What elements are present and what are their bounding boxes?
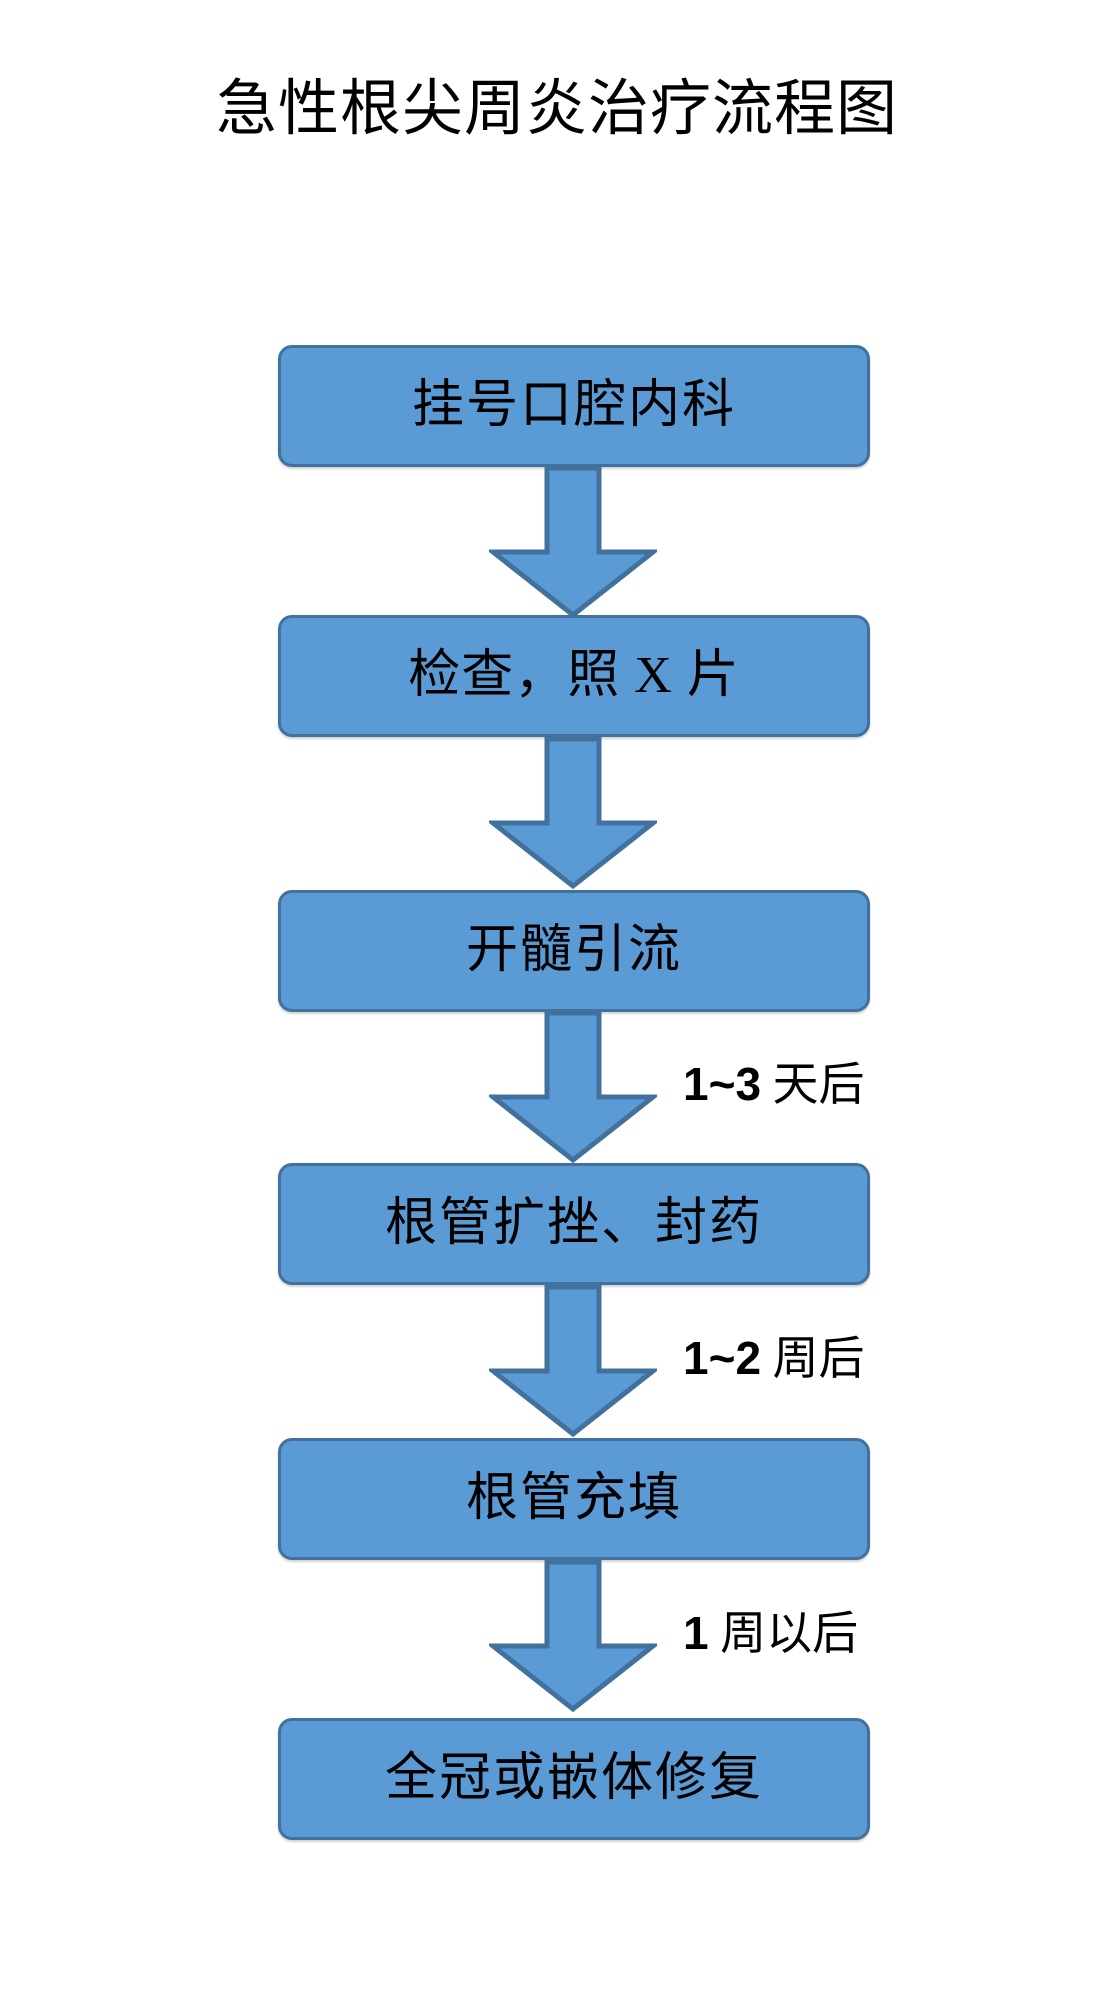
flow-node-label: 根管扩挫、封药 (384, 1195, 763, 1252)
flow-node-canal-fill[interactable]: 根管充填 (278, 1438, 870, 1560)
down-arrow-icon (489, 1011, 657, 1163)
page-title: 急性根尖周炎治疗流程图 (215, 76, 898, 143)
edge-label-number: 1~2 (683, 1332, 762, 1384)
flow-node-register[interactable]: 挂号口腔内科 (278, 345, 870, 467)
flow-node-label: 检查，照 X 片 (408, 647, 740, 704)
flow-node-label: 开髓引流 (465, 922, 682, 979)
flow-node-label: 挂号口腔内科 (411, 377, 736, 434)
edge-label-weeks: 1~2 周后 (683, 1332, 865, 1385)
edge-label-number: 1 (683, 1607, 709, 1659)
down-arrow-icon (489, 466, 657, 618)
down-arrow-icon (489, 1560, 657, 1712)
flow-node-label: 根管充填 (465, 1470, 682, 1527)
flow-node-exam-xray[interactable]: 检查，照 X 片 (278, 615, 870, 737)
down-arrow-icon (489, 1285, 657, 1437)
flow-node-canal-prep[interactable]: 根管扩挫、封药 (278, 1163, 870, 1285)
down-arrow-icon (489, 737, 657, 889)
flow-node-pulp-drain[interactable]: 开髓引流 (278, 890, 870, 1012)
edge-label-unit: 天后 (772, 1059, 865, 1110)
flow-node-restoration[interactable]: 全冠或嵌体修复 (278, 1718, 870, 1840)
flow-node-label: 全冠或嵌体修复 (384, 1750, 763, 1807)
edge-label-unit: 周以后 (720, 1608, 859, 1659)
edge-label-number: 1~3 (683, 1058, 762, 1110)
edge-label-after-week: 1 周以后 (683, 1607, 858, 1660)
edge-label-days: 1~3 天后 (683, 1058, 865, 1111)
edge-label-unit: 周后 (772, 1333, 865, 1384)
